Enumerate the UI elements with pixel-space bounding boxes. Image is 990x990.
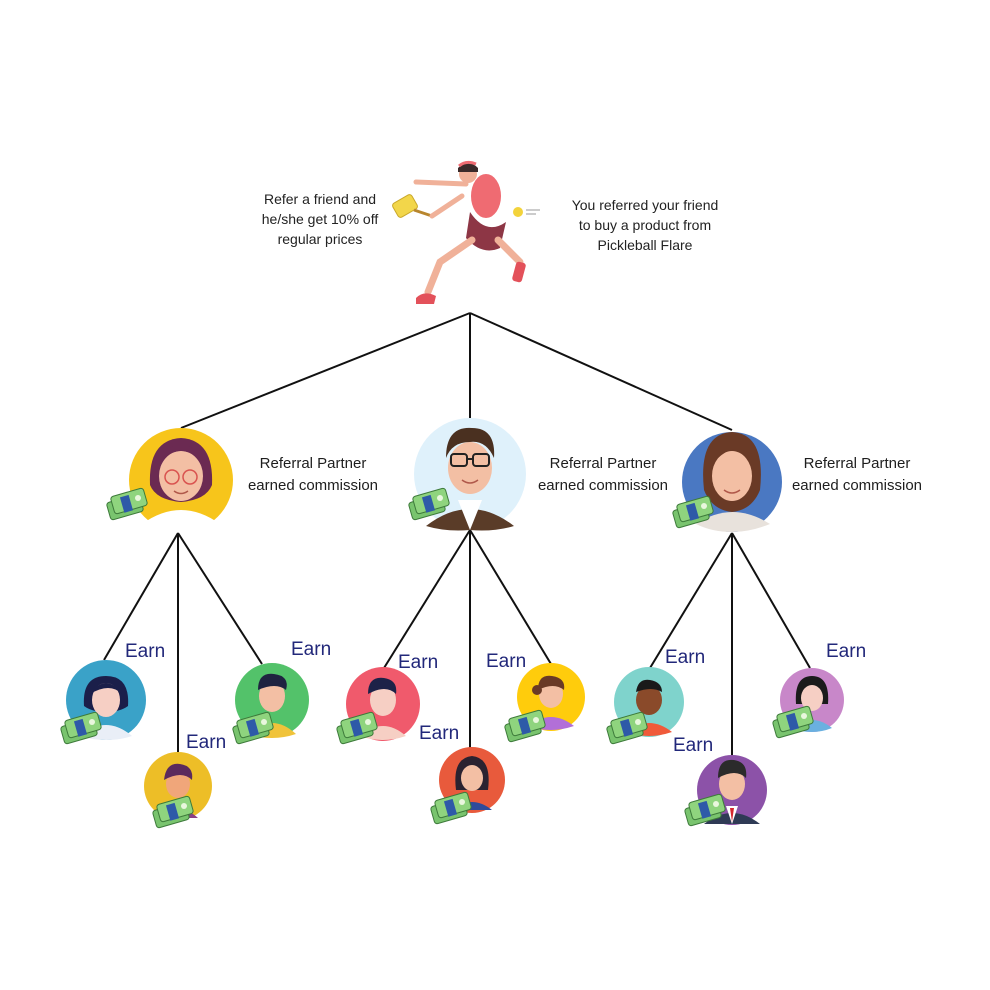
left-note-line-3: regular prices: [277, 231, 363, 247]
earn-label-6: Earn: [486, 651, 527, 672]
money-stack-icon: [771, 705, 815, 739]
partner-note-2: Referral Partner earned commission: [526, 453, 680, 497]
child-avatar-4: [335, 667, 420, 745]
money-stack-icon: [105, 487, 149, 521]
connector-p3-c1: [649, 532, 733, 669]
money-stack-icon: [503, 709, 547, 743]
child-avatar-3: [231, 663, 309, 745]
earn-label-8: Earn: [673, 735, 714, 756]
connector-top-left: [180, 312, 471, 429]
partner-note-3-line-2: earned commission: [791, 477, 923, 494]
partner-avatar-1: [105, 428, 233, 533]
partner-note-1: Referral Partner earned commission: [236, 453, 390, 497]
money-stack-icon: [231, 711, 275, 745]
child-avatar-6: [503, 663, 585, 743]
earn-label-3: Earn: [291, 639, 332, 660]
child-avatar-8: [683, 755, 767, 827]
money-stack-icon: [335, 711, 379, 745]
right-note-line-1: You referred your friend: [571, 197, 719, 213]
partner-avatar-2: [407, 418, 526, 531]
connector-p1-c3: [177, 532, 263, 665]
partner-note-2-line-2: earned commission: [537, 477, 669, 494]
left-note: Refer a friend and he/she get 10% off re…: [250, 189, 390, 249]
partner-note-3-line-1: Referral Partner: [803, 455, 911, 472]
left-note-line-2: he/she get 10% off: [261, 211, 379, 227]
partner-note-1-line-2: earned commission: [247, 477, 379, 494]
earn-label-4: Earn: [398, 652, 439, 673]
earn-label-7: Earn: [665, 647, 706, 668]
child-avatar-5: [429, 747, 505, 825]
connector-top-right: [469, 312, 733, 431]
right-note: You referred your friend to buy a produc…: [560, 195, 730, 255]
partner-note-3: Referral Partner earned commission: [780, 453, 934, 497]
pickleball-player-illustration: [392, 160, 540, 304]
connector-p2-c1: [383, 529, 471, 669]
money-stack-icon: [429, 791, 473, 825]
connector-p3-c3: [731, 532, 811, 669]
earn-label-2: Earn: [186, 732, 227, 753]
right-note-line-2: to buy a product from: [578, 217, 712, 233]
partner-avatar-3: [671, 432, 782, 532]
connector-lines: [103, 312, 811, 755]
earn-label-5: Earn: [419, 723, 460, 744]
left-note-line-1: Refer a friend and: [263, 191, 377, 207]
child-avatar-1: [59, 660, 146, 745]
connector-p1-c1: [103, 532, 179, 661]
money-stack-icon: [605, 711, 649, 745]
connector-p2-c3: [469, 529, 552, 665]
partner-note-2-line-1: Referral Partner: [549, 455, 657, 472]
child-avatar-9: [771, 668, 844, 739]
money-stack-icon: [59, 711, 103, 745]
right-note-line-3: Pickleball Flare: [597, 237, 693, 253]
child-avatar-2: [144, 752, 212, 829]
earn-label-1: Earn: [125, 641, 166, 662]
child-avatar-7: [605, 667, 684, 745]
partner-note-1-line-1: Referral Partner: [259, 455, 367, 472]
earn-label-9: Earn: [826, 641, 867, 662]
